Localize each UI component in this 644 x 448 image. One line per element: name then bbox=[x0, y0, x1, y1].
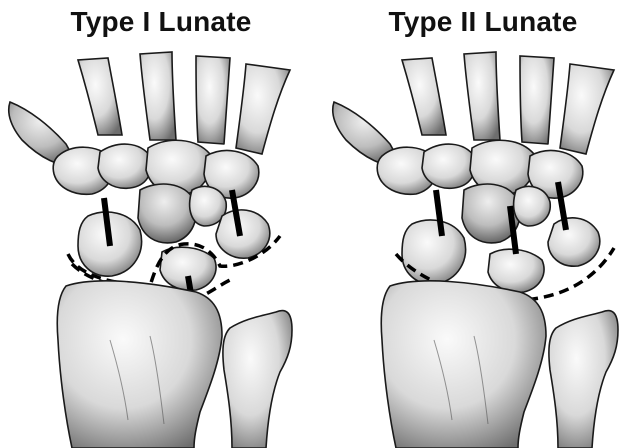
wrist-illustration-type-2 bbox=[322, 40, 644, 448]
wrist-illustration-type-1 bbox=[0, 40, 322, 448]
panel-title-type-1: Type I Lunate bbox=[0, 2, 322, 42]
central-carpals bbox=[462, 184, 550, 243]
ulna bbox=[223, 311, 292, 448]
panel-type-1: Type I Lunate bbox=[0, 0, 322, 448]
ulna bbox=[549, 311, 618, 448]
radius bbox=[381, 281, 546, 448]
panel-type-2: Type II Lunate bbox=[322, 0, 644, 448]
radius bbox=[57, 281, 222, 448]
central-carpals bbox=[138, 184, 226, 243]
panel-title-type-2: Type II Lunate bbox=[322, 2, 644, 42]
